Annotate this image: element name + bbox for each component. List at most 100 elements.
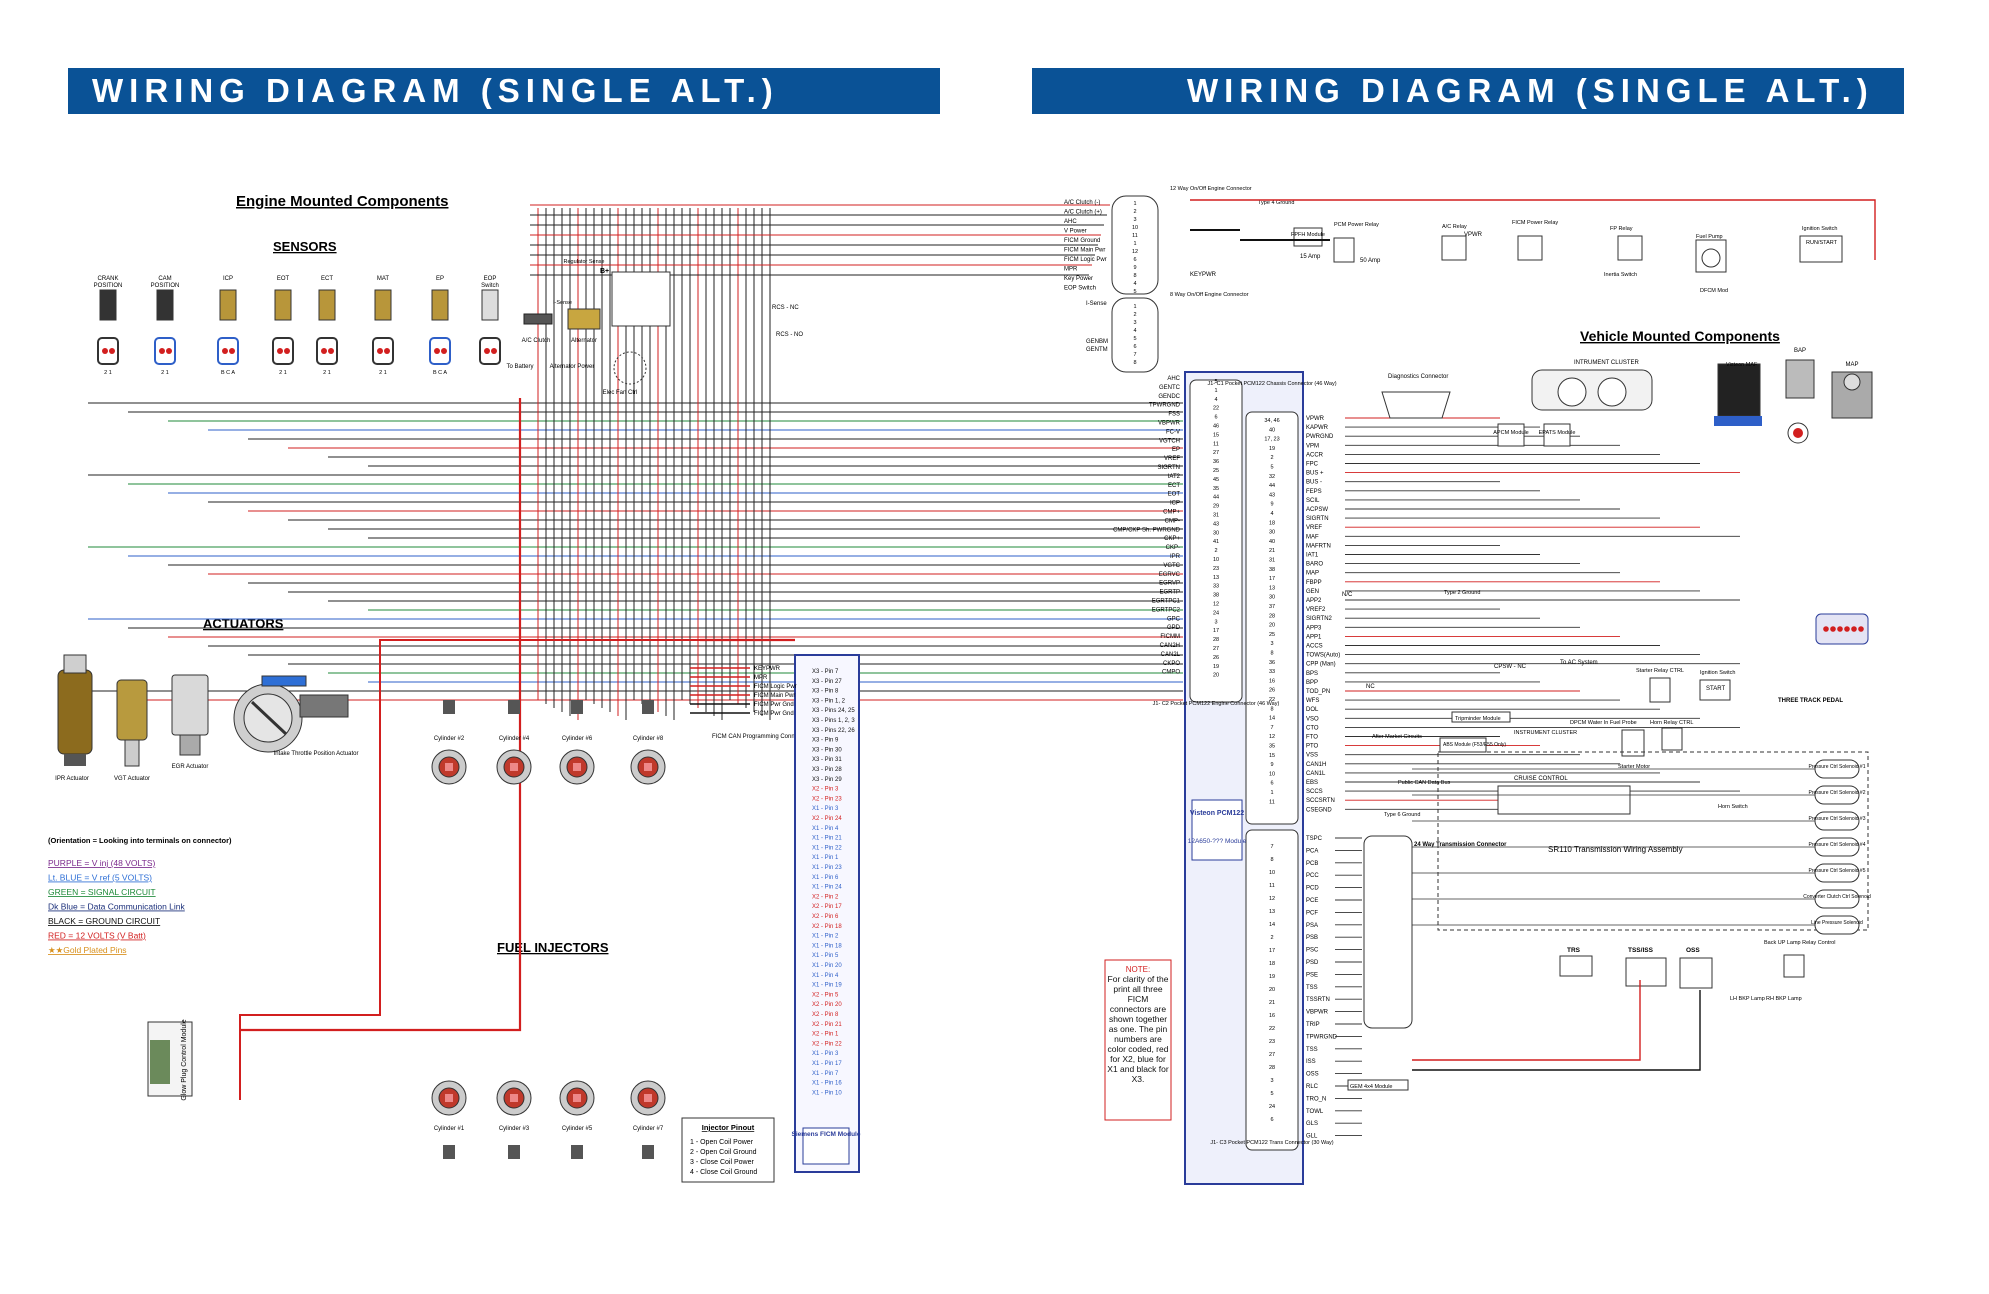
trans-conn-label: 24 Way Transmission Connector xyxy=(1414,842,1507,848)
connector-8way: 8 Way On/Off Engine Connector I-SenseGEN… xyxy=(1086,292,1249,373)
pcm-engine-pin-21: 23 xyxy=(1213,566,1219,572)
ficm-pin-21: X1 - Pin 6 xyxy=(812,875,839,881)
ficm-pin-9: X3 - Pin 31 xyxy=(812,757,842,763)
pcm-chassis-pin-30: 22 xyxy=(1269,697,1275,703)
pcm-part: 12A650-??? Module xyxy=(1188,838,1247,845)
ficm-pin-37: X2 - Pin 1 xyxy=(812,1032,839,1038)
vgt-label: VGT Actuator xyxy=(114,776,150,782)
ficm-pin-29: X1 - Pin 5 xyxy=(812,953,839,959)
ficm-pin-35: X2 - Pin 8 xyxy=(812,1012,839,1018)
pcm-trans-pin-20: 24 xyxy=(1269,1104,1275,1110)
way12-signal-0: A/C Clutch (-) xyxy=(1064,200,1100,206)
pcm-chassis-pin-12: 30 xyxy=(1269,530,1275,536)
pedal-pin xyxy=(1858,626,1864,632)
sensor-pins-0: 2 1 xyxy=(104,370,112,376)
section-engine-mounted: Engine Mounted Components xyxy=(236,193,448,210)
ficm-pin-24: X2 - Pin 17 xyxy=(812,904,842,910)
note-title: NOTE: xyxy=(1126,965,1150,974)
way12-signal-7: MPR xyxy=(1064,267,1078,273)
pcm-trans-signal-6: PCF xyxy=(1306,910,1318,916)
ipr-label: IPR Actuator xyxy=(55,776,89,782)
sr110-label: SR110 Transmission Wiring Assembly xyxy=(1548,845,1683,854)
ac-clutch-label: A/C Clutch xyxy=(522,338,551,344)
pcm-trans-pin-16: 27 xyxy=(1269,1052,1275,1058)
pcm-chassis-pin-40: 1 xyxy=(1270,790,1273,796)
way12-pin-6: 12 xyxy=(1132,249,1138,255)
pcm-engine-signal-11: IAT2 xyxy=(1168,474,1181,480)
ficm-signal-1: MPR xyxy=(754,675,768,681)
pcm-engine-signal-6: FC-V xyxy=(1166,429,1180,435)
legend-item-0: PURPLE = V inj (48 VOLTS) xyxy=(48,858,155,868)
title-banner-left: WIRING DIAGRAM (SINGLE ALT.) xyxy=(68,68,940,114)
inst-cluster-label: INTRUMENT CLUSTER xyxy=(1574,360,1640,366)
pcm-chassis-signal-28: BPS xyxy=(1306,671,1318,677)
pcm-engine-pin-14: 29 xyxy=(1213,504,1219,510)
pcm-trans-signal-0: TSPC xyxy=(1306,836,1323,842)
alternator-label: Alternator xyxy=(571,338,597,344)
ignition-switch-box xyxy=(1799,235,1843,263)
pcm-engine-pin-25: 12 xyxy=(1213,602,1219,608)
ficm-pin-14: X1 - Pin 3 xyxy=(812,806,839,812)
way12-pin-3: 10 xyxy=(1132,225,1138,231)
glow-plug-label: Glow Plug Control Module xyxy=(181,1019,188,1100)
inertia-label: Inertia Switch xyxy=(1604,272,1637,278)
pcm-engine-pin-18: 41 xyxy=(1213,539,1219,545)
fp-relay-box xyxy=(1617,235,1643,261)
solenoid-label-1: Pressure Ctrl Solenoid #2 xyxy=(1809,790,1866,796)
backup-relay-box xyxy=(1783,954,1805,978)
pcm-trans-pin-15: 23 xyxy=(1269,1039,1275,1045)
run-start-label: RUN/START xyxy=(1806,240,1838,246)
public-can-note: Public CAN Data Bus xyxy=(1398,780,1451,786)
pcm-chassis-signal-1: KAPWR xyxy=(1306,425,1329,431)
pcm-engine-signal-27: GPC xyxy=(1167,616,1181,622)
pcm-chassis-signal-36: PTO xyxy=(1306,744,1319,750)
ficm-pin-42: X1 - Pin 16 xyxy=(812,1081,842,1087)
way12-signal-8: Key Power xyxy=(1064,276,1093,282)
tripminder-note: Tripminder Module xyxy=(1455,716,1501,722)
alternator: Alternator Regulator Sense B+ I-Sense xyxy=(553,259,609,344)
ficm-pin-27: X1 - Pin 2 xyxy=(812,934,839,940)
solenoid-label-6: Line Pressure Solenoid xyxy=(1811,920,1863,926)
pcm-trans-signal-18: ISS xyxy=(1306,1059,1316,1065)
ficm-relay-box xyxy=(1517,235,1543,261)
way12-pin-1: 2 xyxy=(1133,209,1136,215)
tripminder-box xyxy=(1451,711,1511,723)
j1c3-label: J1- C3 Pocket PCM122 Trans Connector (30… xyxy=(1210,1140,1333,1146)
pcm-chassis-signal-33: VSO xyxy=(1306,716,1319,722)
map-label: MAP xyxy=(1845,362,1858,368)
pcm-trans-signal-10: PSD xyxy=(1306,960,1319,966)
pcm-chassis-pin-15: 31 xyxy=(1269,558,1275,564)
pcm-engine-signal-1: GENTC xyxy=(1159,385,1181,391)
pcm-trans-signal-1: PCA xyxy=(1306,848,1318,854)
pcm-chassis-pin-31: 8 xyxy=(1270,706,1273,712)
pcm-chassis-pin-5: 5 xyxy=(1270,465,1273,471)
pcm-trans-signal-14: VBPWR xyxy=(1306,1010,1329,1016)
pcm-chassis-signal-37: VSS xyxy=(1306,753,1318,759)
injector-cylinders_bottom-1: Cylinder #3 xyxy=(496,1080,532,1159)
pcm-chassis-pin-39: 6 xyxy=(1270,781,1273,787)
pcm-chassis-pin-17: 17 xyxy=(1269,576,1275,582)
pcm-engine-signal-24: EGRTP xyxy=(1159,590,1180,596)
ac-relay-box xyxy=(1441,235,1467,261)
sensor-6: EPB C A xyxy=(429,276,451,376)
pcm-chassis-signal-29: BPP xyxy=(1306,680,1318,686)
ipr-actuator: IPR Actuator xyxy=(55,654,93,782)
pcm-engine-pin-0: 5 xyxy=(1214,379,1217,385)
fp-relay-label: FP Relay xyxy=(1610,226,1633,232)
fuel-pump-motor-icon xyxy=(1701,248,1721,268)
solenoid-label-2: Pressure Ctrl Solenoid #3 xyxy=(1809,816,1866,822)
horn-switch-label: Horn Switch xyxy=(1718,804,1748,810)
glow-plug-module: Glow Plug Control Module xyxy=(147,1019,193,1101)
pcm-engine-signal-26: EGRTPC2 xyxy=(1152,607,1181,613)
pcm-chassis-signal-8: FEPS xyxy=(1306,489,1322,495)
section-sensors: SENSORS xyxy=(273,239,337,254)
pcm-trans-signal-8: PSB xyxy=(1306,935,1318,941)
pcm-trans-pin-10: 19 xyxy=(1269,974,1275,980)
legend-item-3: Dk Blue = Data Communication Link xyxy=(48,902,186,912)
pcm-chassis-signal-38: CAN1H xyxy=(1306,762,1326,768)
pcm-chassis-signal-39: CAN1L xyxy=(1306,771,1326,777)
